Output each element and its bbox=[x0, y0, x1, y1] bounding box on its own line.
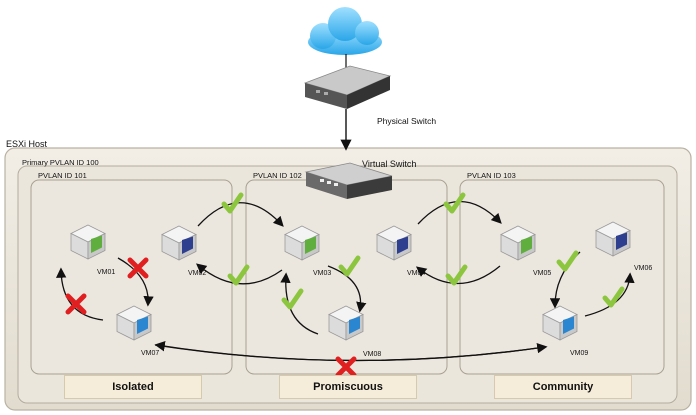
community-label-box: Community bbox=[494, 375, 632, 399]
promiscuous-label-box: Promiscuous bbox=[279, 375, 417, 399]
allowed-check-icon bbox=[602, 286, 625, 308]
pvlan-103-box bbox=[459, 179, 665, 375]
arrow-vm08-to-vm03 bbox=[280, 272, 319, 335]
arrow-vm01-to-vm07 bbox=[117, 257, 154, 307]
pvlan-102-box bbox=[245, 179, 448, 375]
mark-layer bbox=[65, 192, 625, 378]
esxi-host-label: ESXi Host bbox=[6, 139, 48, 149]
vm02-label: VM02 bbox=[188, 270, 207, 277]
vm-icon-vm06 bbox=[595, 221, 631, 257]
arrow-vm05-to-vm04 bbox=[415, 265, 501, 285]
isolated-label-box: Isolated bbox=[64, 375, 202, 399]
vm-icon-vm09 bbox=[542, 305, 578, 341]
vm09-label: VM09 bbox=[570, 350, 589, 357]
arrow-vm02-to-vm03 bbox=[197, 202, 284, 227]
vm08-label: VM08 bbox=[363, 351, 382, 358]
virtual-switch-label: Virtual Switch bbox=[362, 159, 417, 169]
pvlan-102-label: PVLAN ID 102 bbox=[253, 171, 302, 180]
vm06-label: VM06 bbox=[634, 265, 653, 272]
allowed-check-icon bbox=[227, 264, 250, 286]
allowed-check-icon bbox=[338, 255, 361, 277]
vm04-label: VM04 bbox=[407, 270, 426, 277]
vm-icon-vm05 bbox=[500, 225, 536, 261]
vm-icon-vm04 bbox=[376, 225, 412, 261]
pvlan-103-label: PVLAN ID 103 bbox=[467, 171, 516, 180]
vm07-label: VM07 bbox=[141, 350, 160, 357]
blocked-x-icon bbox=[127, 257, 149, 279]
virtual-switch-icon bbox=[304, 162, 393, 199]
allowed-check-icon bbox=[445, 264, 468, 286]
physical-switch-icon bbox=[303, 65, 392, 109]
blocked-x-icon bbox=[335, 356, 357, 378]
vm-layer bbox=[70, 221, 631, 341]
arrow-vm03-to-vm02 bbox=[196, 263, 283, 285]
allowed-check-icon bbox=[443, 192, 466, 214]
vm05-label: VM05 bbox=[533, 270, 552, 277]
arrow-vm09-to-vm06 bbox=[584, 272, 635, 317]
allowed-check-icon bbox=[221, 192, 244, 214]
primary-pvlan-label: Primary PVLAN ID 100 bbox=[22, 158, 99, 167]
vm01-label: VM01 bbox=[97, 269, 116, 276]
allowed-check-icon bbox=[281, 288, 304, 310]
physical-switch-label: Physical Switch bbox=[377, 116, 437, 126]
vm-icon-vm08 bbox=[328, 305, 364, 341]
blocked-x-icon bbox=[65, 293, 87, 315]
arrow-vm03-to-vm08 bbox=[327, 265, 367, 313]
vm-icon-vm03 bbox=[284, 225, 320, 261]
vm-icon-vm02 bbox=[161, 225, 197, 261]
cloud-icon bbox=[308, 7, 382, 55]
vm03-label: VM03 bbox=[313, 270, 332, 277]
allowed-check-icon bbox=[556, 250, 579, 272]
pvlan-101-label: PVLAN ID 101 bbox=[38, 171, 87, 180]
vm-icon-vm01 bbox=[70, 224, 106, 260]
vm-icon-vm07 bbox=[116, 305, 152, 341]
